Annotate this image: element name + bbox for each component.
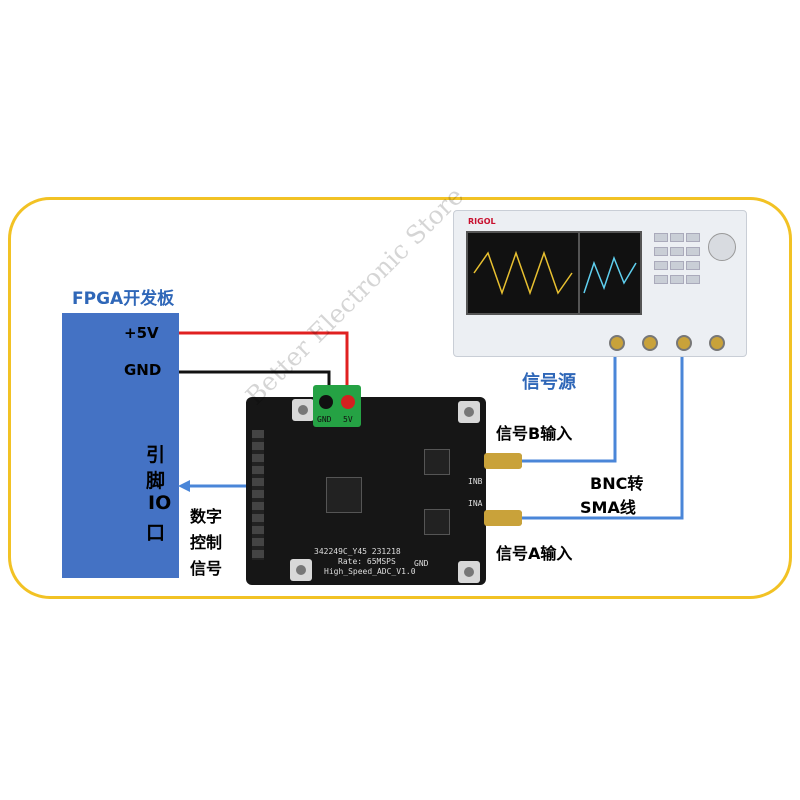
mount-hole-top-right [458, 401, 480, 423]
bnc-connector-ext [709, 335, 725, 351]
adc-chip [326, 477, 362, 513]
terminal-screw-gnd [319, 395, 333, 409]
waveform-display [473, 250, 573, 296]
side-label-char-4: 口 [146, 522, 166, 544]
adc-board-image: 342249C_Y45 231218 Rate: 65MSPS High_Spe… [246, 397, 486, 585]
digital-label-line1: 数字 [190, 507, 223, 526]
generator-screen-left [466, 231, 580, 315]
input-a-label: 信号A输入 [496, 544, 573, 563]
side-label-char-1: 引 [146, 444, 166, 466]
bnc-connector-ch1 [609, 335, 625, 351]
sma-connector-b [484, 453, 522, 469]
generator-keypad [654, 233, 704, 313]
mount-hole-top-left [292, 399, 314, 421]
wire-channel-a [518, 342, 684, 520]
wire-channel-b [518, 342, 617, 463]
digital-label-line3: 信号 [190, 559, 223, 578]
power-terminal: GND 5V [313, 385, 361, 427]
board-rate: Rate: 65MSPS [338, 557, 396, 566]
pin-label-gnd: GND [124, 361, 162, 379]
board-name: High_Speed_ADC_V1.0 [324, 567, 416, 576]
terminal-label-gnd: GND [317, 415, 332, 424]
input-b-label: 信号B输入 [496, 424, 573, 443]
board-serial: 342249C_Y45 231218 [314, 547, 401, 556]
fpga-board-block [62, 313, 179, 578]
side-label-char-3: IO [148, 492, 172, 514]
mount-hole-bottom-left [290, 559, 312, 581]
pin-header [252, 430, 264, 560]
terminal-screw-5v [341, 395, 355, 409]
board-inb-label: INB [468, 477, 483, 486]
cable-label-line1: BNC转 [590, 474, 644, 493]
bnc-connector-ch2 [676, 335, 692, 351]
sma-connector-a [484, 510, 522, 526]
bnc-connector-sync [642, 335, 658, 351]
terminal-label-5v: 5V [343, 415, 353, 424]
side-label-char-2: 脚 [146, 470, 166, 492]
signal-source-label: 信号源 [522, 372, 576, 393]
board-ina-label: INA [468, 499, 483, 508]
generator-brand: RIGOL [468, 217, 496, 226]
board-gnd-label: GND [414, 559, 429, 568]
generator-knob [708, 233, 736, 261]
pin-label-5v: +5V [124, 324, 159, 342]
arrow-digital-left [178, 480, 190, 492]
signal-generator-image: RIGOL [453, 210, 747, 357]
cable-label-line2: SMA线 [580, 498, 636, 517]
mount-hole-bottom-right [458, 561, 480, 583]
waveform-display-2 [583, 255, 637, 294]
diagram-frame [8, 197, 792, 599]
wire-5v [179, 331, 349, 402]
digital-label-line2: 控制 [190, 533, 223, 552]
amp-chip-a [424, 509, 450, 535]
fpga-title: FPGA开发板 [72, 289, 175, 309]
generator-screen-right [578, 231, 642, 315]
amp-chip-b [424, 449, 450, 475]
